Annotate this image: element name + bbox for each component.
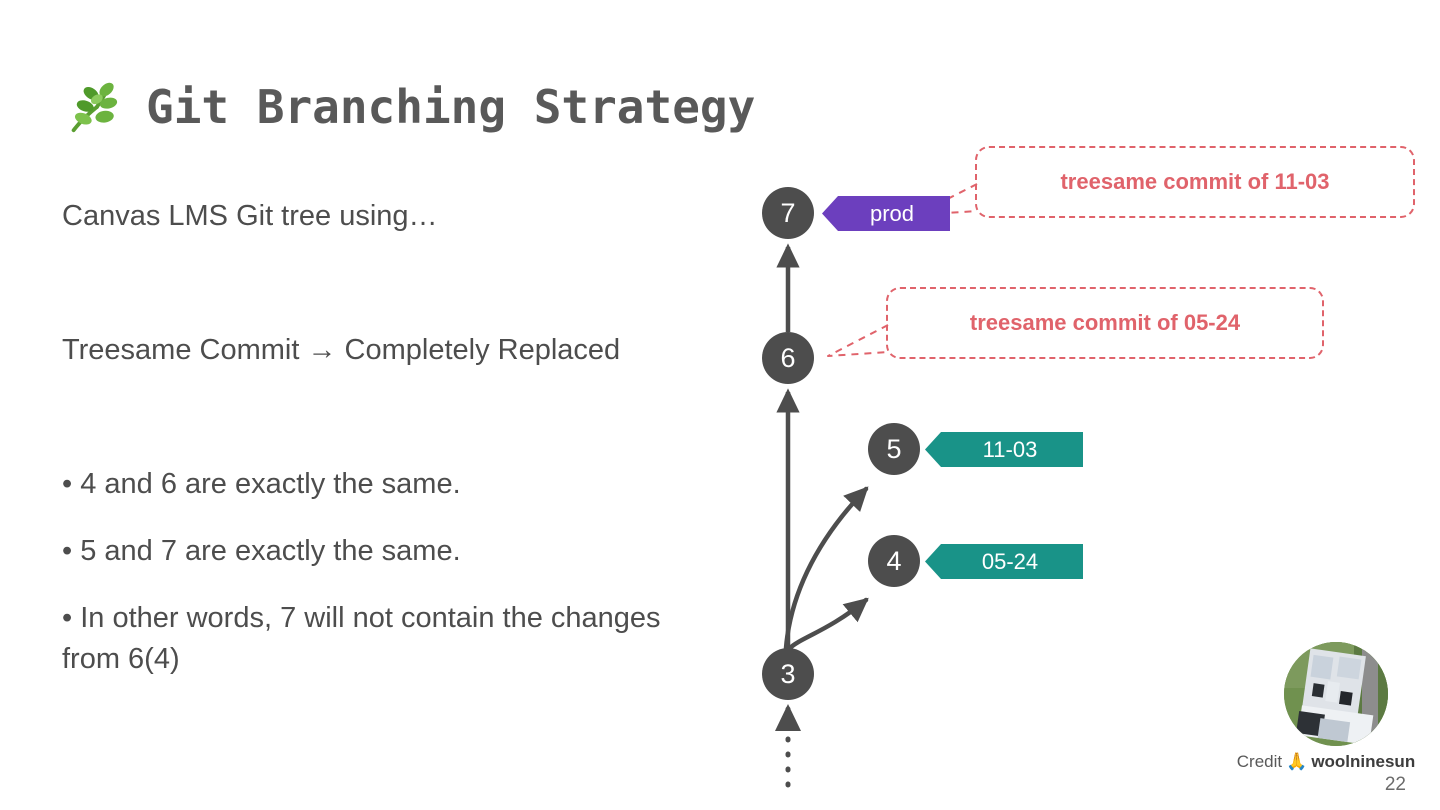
concept-text: Treesame Commit → Completely Replaced	[62, 334, 621, 366]
credit-name: woolninesun	[1311, 752, 1416, 771]
branch-label-text: prod	[869, 200, 915, 226]
branch-label-05-24[interactable]: 05-24	[925, 544, 1083, 579]
branch-label-text: 11-03	[982, 436, 1038, 462]
edge-3-to-4	[787, 597, 869, 651]
callout-treesame-11-03: treesame commit of 11-03	[975, 146, 1415, 218]
pray-icon: 🙏	[1286, 752, 1308, 771]
avatar	[1284, 642, 1388, 746]
edge-3-to-5	[783, 486, 869, 651]
branch-label-11-03[interactable]: 11-03	[925, 432, 1083, 467]
page-title: Git Branching Strategy	[146, 80, 756, 134]
commit-node-3[interactable]: 3	[762, 648, 814, 700]
callout-tail-05-24	[827, 324, 889, 357]
commit-node-label: 3	[780, 658, 796, 689]
herb-leaf-icon	[71, 82, 118, 133]
commit-node-7[interactable]: 7	[762, 187, 814, 239]
lead-text: Canvas LMS Git tree using…	[62, 200, 438, 232]
branch-label-prod[interactable]: prod	[822, 196, 950, 231]
callout-text: treesame commit of 11-03	[1060, 169, 1330, 194]
credit-prefix: Credit	[1236, 752, 1283, 771]
credit-block: Credit 🙏 woolninesun 22	[1236, 642, 1416, 796]
commit-node-label: 6	[780, 342, 796, 373]
credit-line: Credit 🙏 woolninesun	[1236, 752, 1416, 772]
bullet-item: • 5 and 7 are exactly the same.	[62, 535, 461, 567]
callout-treesame-05-24: treesame commit of 05-24	[886, 287, 1324, 359]
commit-node-5[interactable]: 5	[868, 423, 920, 475]
branch-label-text: 05-24	[981, 548, 1039, 574]
commit-node-label: 7	[780, 197, 796, 228]
page-number: 22	[1384, 774, 1406, 795]
bullet-item: • In other words, 7 will not contain the…	[62, 602, 669, 676]
callout-text: treesame commit of 05-24	[969, 310, 1241, 335]
slide-header: Git Branching Strategy	[62, 76, 755, 138]
commit-node-label: 4	[886, 545, 902, 576]
bullet-item: • 4 and 6 are exactly the same.	[62, 468, 461, 500]
commit-node-6[interactable]: 6	[762, 332, 814, 384]
commit-node-4[interactable]: 4	[868, 535, 920, 587]
commit-node-label: 5	[886, 433, 902, 464]
